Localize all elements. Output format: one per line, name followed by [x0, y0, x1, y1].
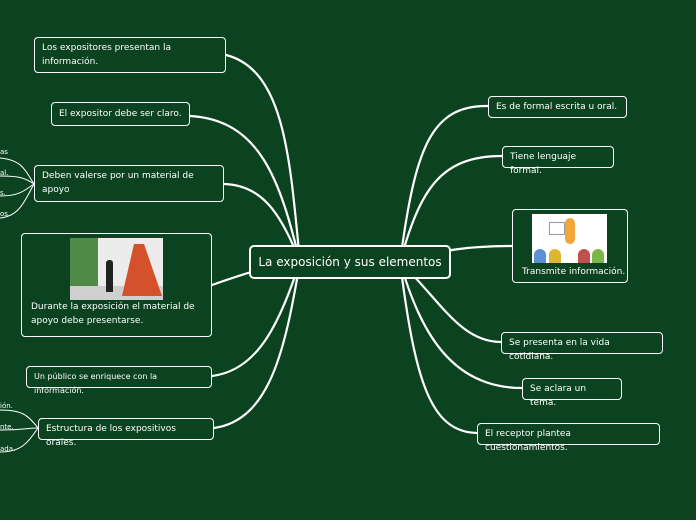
node-label: Deben valerse por un material de apoyo [42, 171, 194, 195]
central-topic[interactable]: La exposición y sus elementos [249, 245, 451, 279]
node-label: Es de formal escrita u oral. [496, 102, 617, 112]
cut-text: os. [0, 210, 10, 218]
node-vida-cotidiana[interactable]: Se presenta en la vida cotidiana. [501, 332, 663, 354]
node-label: Los expositores presentan la información… [42, 43, 171, 67]
node-estructura[interactable]: Estructura de los expositivos orales. [38, 418, 214, 440]
node-lenguaje-formal[interactable]: Tiene lenguaje formal. [502, 146, 614, 168]
cut-text: as [0, 148, 8, 156]
node-material-apoyo[interactable]: Deben valerse por un material de apoyo [34, 165, 224, 202]
cut-text: ión. [0, 402, 13, 410]
node-aclara-tema[interactable]: Se aclara un tema. [522, 378, 622, 400]
node-label: Durante la exposición el material de apo… [31, 300, 206, 328]
exhibition-photo-icon [70, 238, 163, 300]
node-label: El receptor plantea cuestionamientos. [485, 429, 571, 453]
link-left-6 [214, 262, 300, 428]
node-expositor-claro[interactable]: El expositor debe ser claro. [51, 102, 190, 126]
sub-link-2 [0, 176, 34, 184]
central-topic-label: La exposición y sus elementos [258, 255, 441, 269]
node-label: Transmite información. [522, 265, 625, 279]
cut-text: ada. [0, 445, 15, 453]
node-formal-escrita[interactable]: Es de formal escrita u oral. [488, 96, 627, 118]
cut-text: al. [0, 169, 8, 177]
node-publico[interactable]: Un público se enriquece con la informaci… [26, 366, 212, 388]
node-expositores[interactable]: Los expositores presentan la información… [34, 37, 226, 73]
link-left-5 [212, 262, 300, 376]
node-receptor[interactable]: El receptor plantea cuestionamientos. [477, 423, 660, 445]
link-right-1 [400, 106, 488, 262]
classroom-cartoon-icon [532, 214, 607, 263]
node-label: El expositor debe ser claro. [59, 109, 182, 119]
cut-text: s. [0, 189, 6, 197]
cut-text: nte. [0, 423, 14, 431]
